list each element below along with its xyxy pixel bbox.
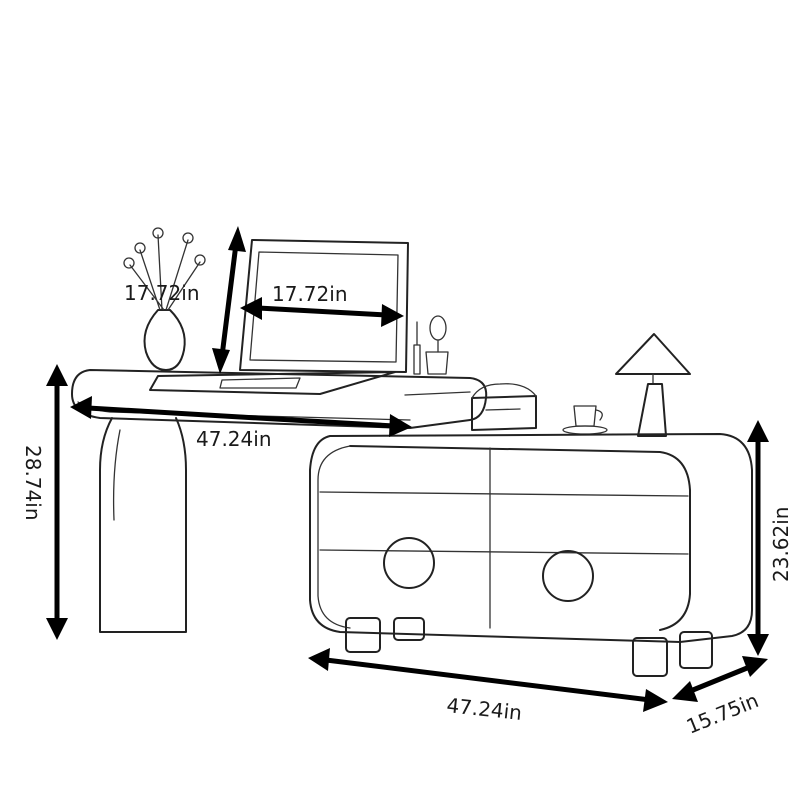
flip-up-mirror (149, 239, 409, 395)
cabinet-length-label: 47.24in (445, 693, 523, 725)
cabinet-height-arrow (747, 420, 769, 656)
tissue-box (471, 383, 537, 431)
mirror-height-arrow (212, 226, 246, 374)
dimension-arrows (46, 226, 769, 712)
desk-height-label: 28.74in (21, 445, 45, 521)
desk-accessories (413, 315, 449, 375)
desk-length-arrow (70, 396, 412, 437)
mirror-width-arrow (240, 297, 404, 327)
drawer-cabinet (309, 433, 753, 677)
mirror-height-label: 17.72in (124, 281, 200, 305)
desk-length-label: 47.24in (196, 427, 272, 451)
desk-height-arrow (46, 364, 68, 640)
table-lamp (615, 333, 691, 437)
cabinet-height-label: 23.62in (769, 507, 793, 583)
cabinet-depth-arrow (672, 656, 768, 702)
vase-with-flowers (123, 227, 206, 371)
cabinet-length-arrow (308, 648, 668, 712)
cup-and-saucer (562, 405, 608, 435)
mirror-width-label: 17.72in (272, 282, 348, 306)
